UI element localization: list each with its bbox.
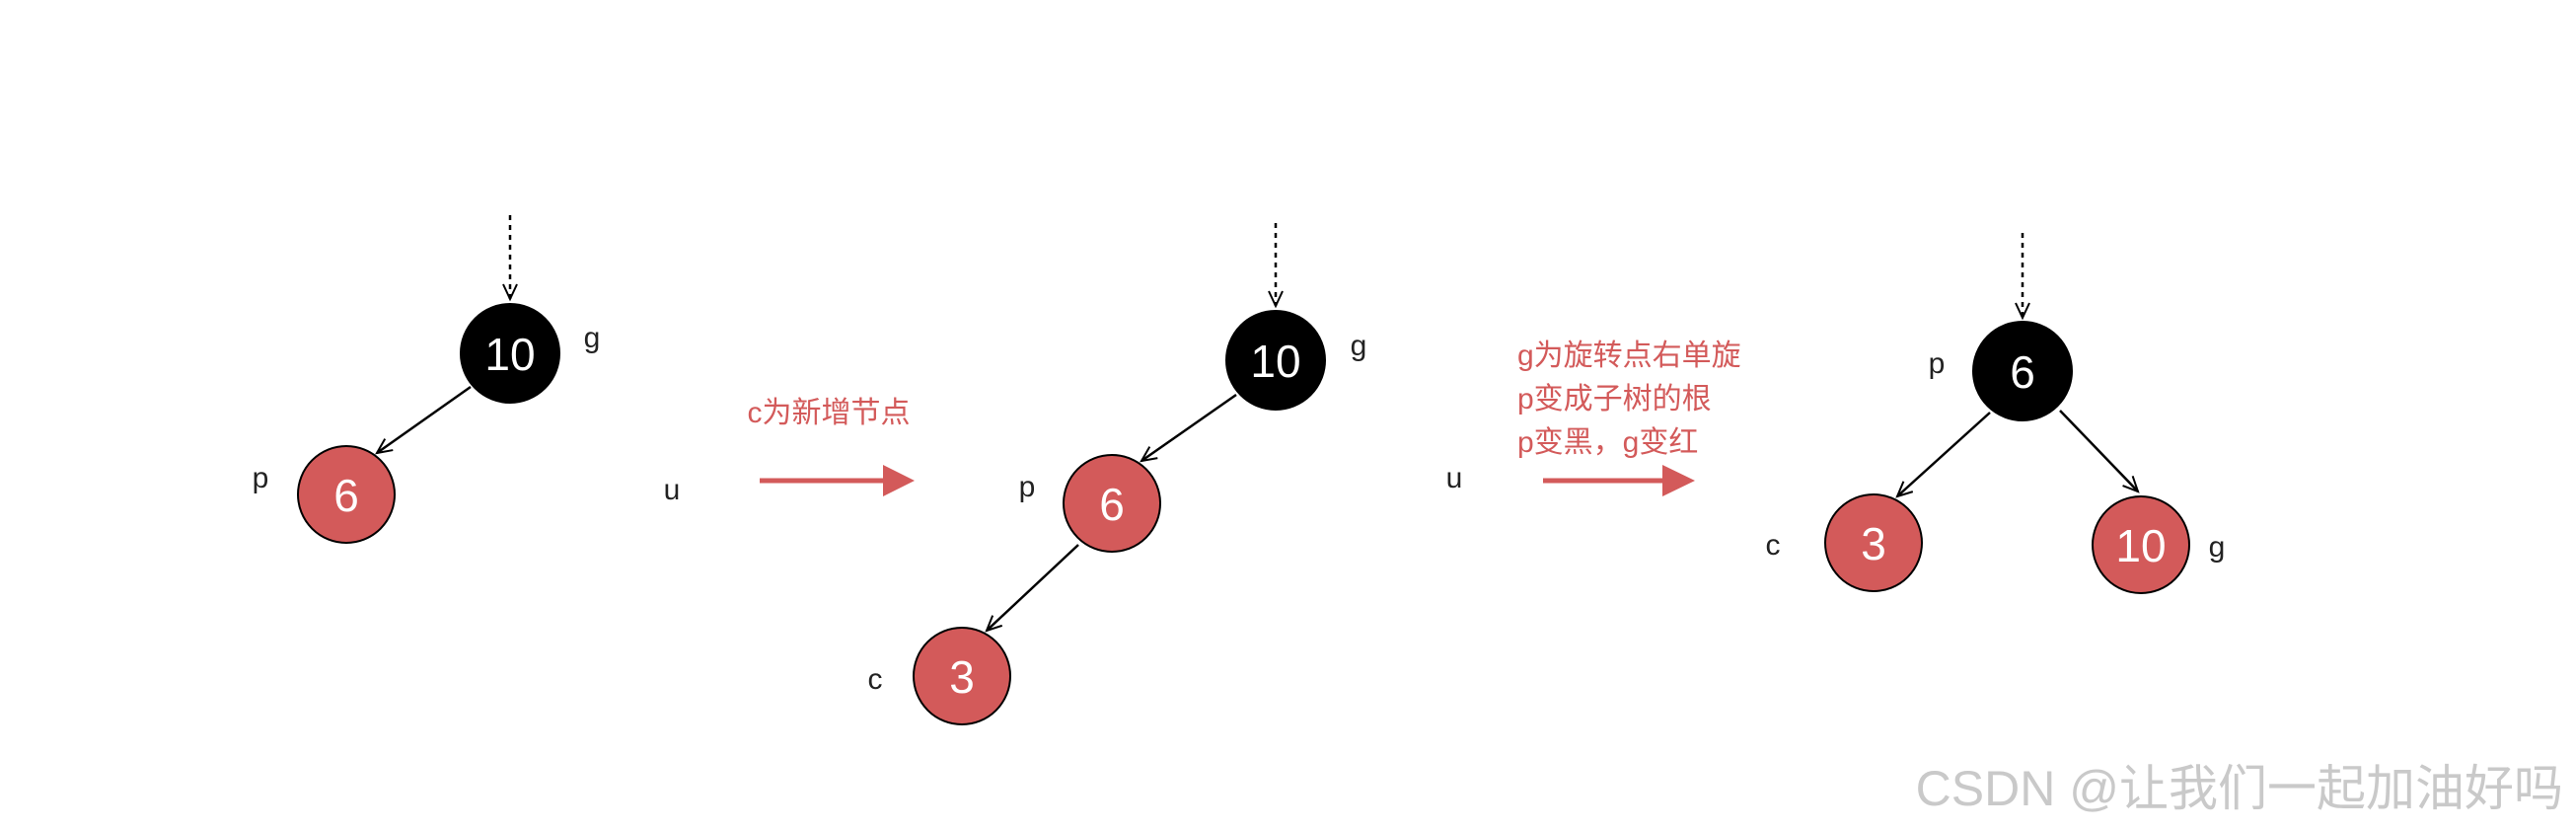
panel-2: 10 g 6 p 3 c u — [868, 223, 1463, 725]
node-p-red — [297, 445, 396, 544]
label-p: p — [253, 462, 269, 494]
node-p-value: 6 — [333, 470, 359, 521]
node-c-value: 3 — [949, 651, 975, 703]
label-u: u — [664, 474, 681, 506]
label-c: c — [1766, 529, 1781, 562]
edge-g-to-p — [1140, 393, 1237, 463]
panel-1: 10 g 6 p u — [253, 215, 681, 544]
edge-p-to-g — [2059, 410, 2140, 493]
step-2-caption-line-1: g为旋转点右单旋 — [1517, 340, 1741, 372]
node-c-value: 3 — [1861, 518, 1886, 569]
edge-p-to-c — [1895, 412, 1991, 498]
edge-p-to-c — [985, 544, 1079, 633]
node-g-red — [2092, 495, 2190, 594]
node-g-value: 10 — [1250, 336, 1300, 387]
label-u: u — [1446, 462, 1463, 494]
node-g-value: 10 — [2115, 520, 2166, 571]
node-c-red — [913, 627, 1011, 725]
panel-3: 6 p 3 c 10 g — [1766, 233, 2226, 594]
label-g: g — [2209, 531, 2226, 564]
label-p: p — [1019, 471, 1036, 503]
node-g-black — [460, 303, 560, 404]
node-g-black — [1225, 310, 1326, 411]
step-2-caption-line-2: p变成子树的根 — [1517, 383, 1712, 416]
step-2: g为旋转点右单旋 p变成子树的根 p变黑，g变红 — [1517, 340, 1741, 496]
node-p-value: 6 — [2010, 346, 2035, 398]
edge-g-to-p — [375, 385, 472, 455]
label-g: g — [584, 322, 601, 354]
step-1-caption: c为新增节点 — [748, 397, 911, 429]
node-g-value: 10 — [484, 329, 535, 380]
node-c-red — [1824, 493, 1923, 592]
step-1: c为新增节点 — [748, 397, 915, 496]
step-2-arrow-head — [1662, 465, 1695, 496]
step-2-caption-line-3: p变黑，g变红 — [1517, 426, 1698, 459]
node-p-red — [1063, 454, 1161, 553]
node-p-black — [1972, 321, 2073, 421]
label-p: p — [1929, 347, 1946, 380]
label-c: c — [868, 663, 883, 696]
label-g: g — [1351, 330, 1367, 362]
step-1-arrow-head — [883, 465, 915, 496]
csdn-watermark: CSDN @让我们一起加油好吗 — [1916, 761, 2563, 816]
node-p-value: 6 — [1099, 479, 1125, 530]
